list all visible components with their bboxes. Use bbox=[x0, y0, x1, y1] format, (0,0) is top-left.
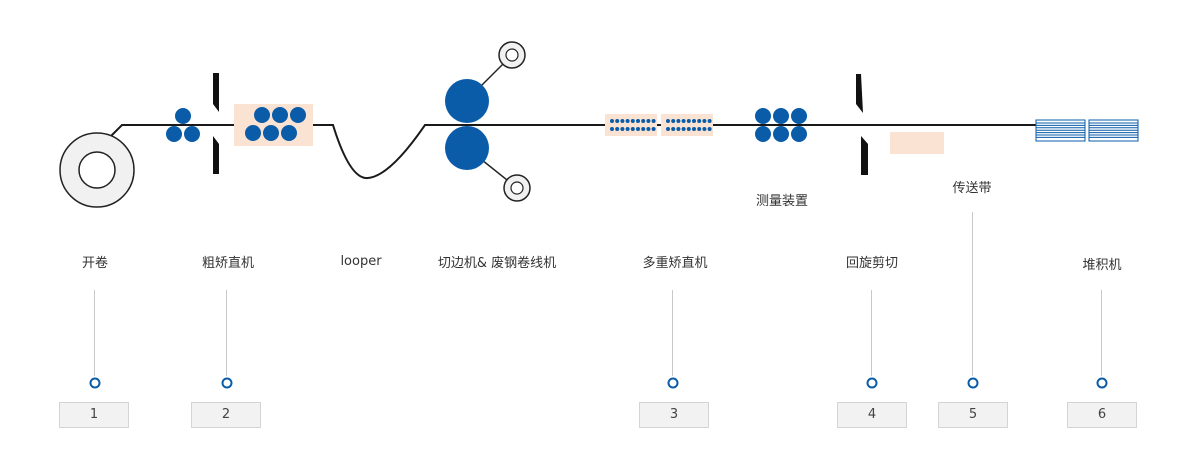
small-roller bbox=[610, 127, 614, 131]
label-rough-leveler: 粗矫直机 bbox=[201, 256, 255, 271]
multi-leveler-small-rollers bbox=[610, 119, 712, 131]
label-multi-roll-leveler: 多重矫直机 bbox=[642, 256, 708, 271]
small-roller bbox=[615, 127, 620, 131]
small-roller bbox=[692, 127, 696, 131]
multi-leveler-box-1 bbox=[605, 114, 657, 136]
measuring-device-rollers bbox=[755, 108, 807, 142]
small-roller bbox=[646, 127, 651, 131]
small-roller bbox=[692, 119, 696, 123]
small-roller bbox=[702, 127, 707, 131]
scrap-winder-reel-bottom bbox=[503, 174, 531, 202]
edge-trimmer bbox=[445, 41, 531, 202]
uncoiler-coil bbox=[59, 132, 135, 208]
connector-line-3 bbox=[672, 290, 673, 376]
step-number-1: 1 bbox=[59, 402, 129, 428]
connector-dot-3 bbox=[667, 377, 679, 389]
step-number-4: 4 bbox=[837, 402, 907, 428]
shear-blade-2 bbox=[856, 74, 868, 175]
connector-dot-1 bbox=[89, 377, 101, 389]
connector-line-6 bbox=[1101, 290, 1102, 376]
small-roller bbox=[676, 119, 681, 123]
step-number-5: 5 bbox=[938, 402, 1008, 428]
connector-dot-6 bbox=[1096, 377, 1108, 389]
label-conveyor: 传送带 bbox=[952, 181, 992, 196]
small-roller bbox=[707, 119, 712, 123]
small-roller bbox=[676, 127, 681, 131]
small-roller bbox=[630, 119, 635, 123]
rough-leveler-rollers bbox=[166, 108, 200, 142]
small-roller bbox=[697, 119, 702, 123]
small-roller bbox=[686, 119, 691, 123]
small-roller bbox=[615, 119, 620, 123]
step-number-2: 2 bbox=[191, 402, 261, 428]
small-roller bbox=[681, 119, 686, 123]
small-roller bbox=[625, 119, 630, 123]
small-roller bbox=[620, 119, 625, 123]
label-stacker: 堆积机 bbox=[1082, 258, 1122, 273]
small-roller bbox=[671, 127, 676, 131]
small-roller bbox=[666, 127, 670, 131]
connector-dot-5 bbox=[967, 377, 979, 389]
small-roller bbox=[641, 127, 646, 131]
strip-path bbox=[109, 124, 1040, 180]
scrap-winder-reel-top bbox=[498, 41, 526, 69]
small-roller bbox=[625, 127, 630, 131]
connector-dot-4 bbox=[866, 377, 878, 389]
small-roller bbox=[646, 119, 651, 123]
step-number-3: 3 bbox=[639, 402, 709, 428]
small-roller bbox=[651, 119, 656, 123]
small-roller bbox=[686, 127, 691, 131]
small-roller bbox=[651, 127, 656, 131]
label-edge-trimmer: 切边机& 废钢卷线机 bbox=[437, 256, 557, 271]
small-roller bbox=[707, 127, 712, 131]
conveyor-box bbox=[890, 132, 944, 154]
label-uncoiler: 开卷 bbox=[81, 256, 109, 271]
connector-line-5 bbox=[972, 212, 973, 376]
connector-line-1 bbox=[94, 290, 95, 376]
label-rotary-shear: 回旋剪切 bbox=[845, 256, 899, 271]
step-number-6: 6 bbox=[1067, 402, 1137, 428]
label-measuring-device: 测量装置 bbox=[755, 194, 809, 209]
small-roller bbox=[641, 119, 646, 123]
small-roller bbox=[630, 127, 635, 131]
connector-dot-2 bbox=[221, 377, 233, 389]
small-roller bbox=[681, 127, 686, 131]
rough-leveler-box-rollers bbox=[245, 107, 306, 141]
small-roller bbox=[671, 119, 676, 123]
small-roller bbox=[666, 119, 670, 123]
small-roller bbox=[636, 119, 640, 123]
small-roller bbox=[702, 119, 707, 123]
stacker-stacks bbox=[1035, 119, 1139, 142]
small-roller bbox=[610, 119, 614, 123]
shear-blade-1 bbox=[213, 73, 219, 174]
label-looper: looper bbox=[340, 254, 382, 269]
small-roller bbox=[697, 127, 702, 131]
multi-leveler-box-2 bbox=[661, 114, 713, 136]
small-roller bbox=[620, 127, 625, 131]
connector-line-2 bbox=[226, 290, 227, 376]
small-roller bbox=[636, 127, 640, 131]
connector-line-4 bbox=[871, 290, 872, 376]
